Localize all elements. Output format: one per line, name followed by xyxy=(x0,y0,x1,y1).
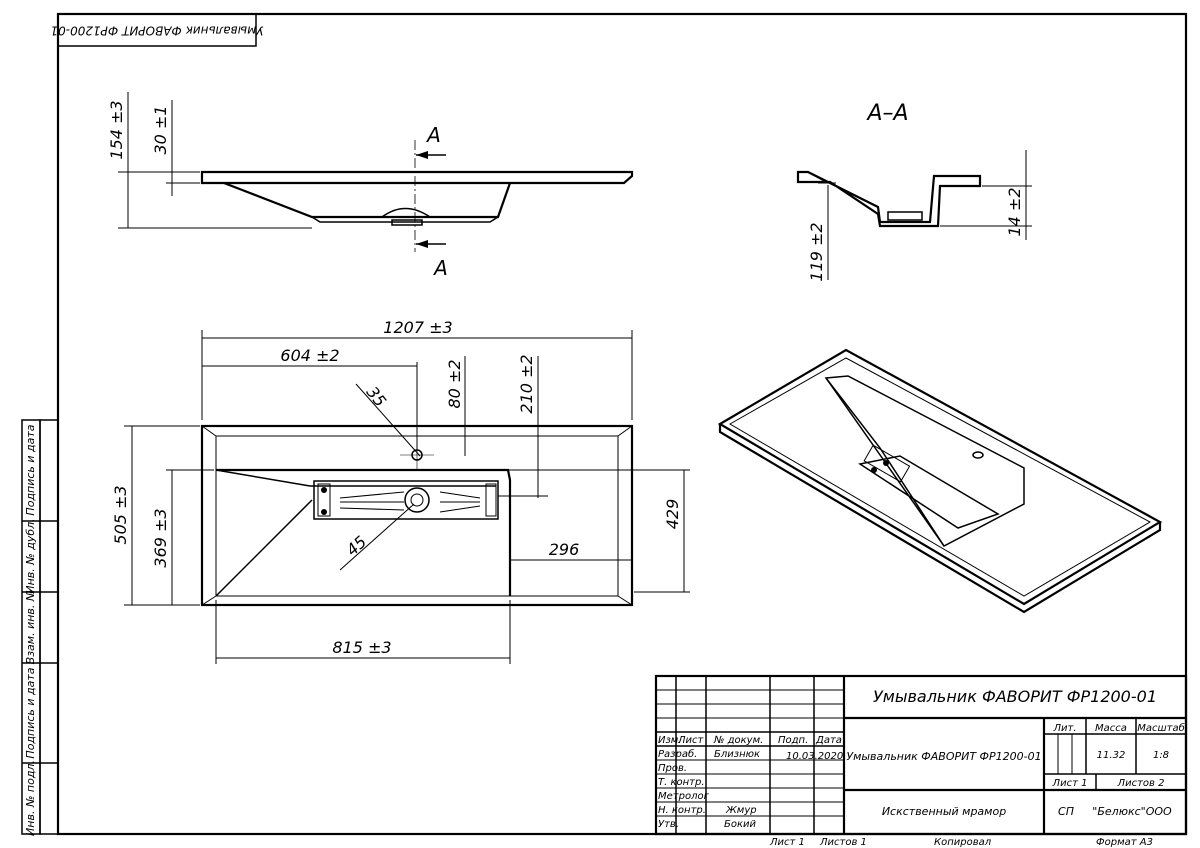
section-view: А–А 119 ±2 14 ±2 xyxy=(796,101,1032,282)
role-tkontr: Т. контр. xyxy=(658,777,705,788)
col-doc: № докум. xyxy=(713,735,763,746)
section-marker-bottom: А xyxy=(432,256,448,280)
col-sign: Подп. xyxy=(778,735,808,746)
footer-copied: Копировал xyxy=(934,837,992,848)
section-marker-top: А xyxy=(425,123,441,147)
dim-overall-width: 1207 ±3 xyxy=(383,318,452,337)
dim-section-rim: 14 ±2 xyxy=(1005,187,1024,236)
stamp-text: Умывальник ФАВОРИТ ФР1200-01 xyxy=(51,24,264,38)
col-izm: Изм. xyxy=(658,735,682,746)
margin-label-5: Инв. № подл. xyxy=(24,760,37,836)
footer-sheets: Листов 1 xyxy=(819,837,867,848)
value-mass: 11.32 xyxy=(1097,750,1126,761)
margin-label-3: Взам. инв. № xyxy=(24,590,37,665)
role-utv: Утв. xyxy=(658,819,679,830)
overflow-hole-2 xyxy=(321,509,327,515)
title-material: Искственный мрамор xyxy=(882,805,1006,818)
footer-format: Формат А3 xyxy=(1096,837,1153,848)
margin-label-4: Подпись и дата xyxy=(24,667,37,758)
org-name: "Белюкс"ООО xyxy=(1092,805,1172,818)
dim-bowl-offset: 210 ±2 xyxy=(517,354,536,413)
name-razrab: Близнюк xyxy=(714,749,760,760)
dim-bowl-depth: 369 ±3 xyxy=(151,508,170,567)
header-scale: Масштаб xyxy=(1137,722,1185,734)
value-scale: 1:8 xyxy=(1153,750,1169,761)
section-title: А–А xyxy=(865,101,908,126)
dim-hole-offset: 80 ±2 xyxy=(445,359,464,408)
margin-label-2: Инв. № дубл. xyxy=(24,518,37,593)
footer-sheet: Лист 1 xyxy=(769,837,805,848)
role-prov: Пров. xyxy=(658,763,687,774)
iso-faucet-hole xyxy=(972,451,984,459)
header-mass: Масса xyxy=(1095,723,1127,734)
margin-label-1: Подпись и дата xyxy=(24,424,37,515)
dim-overall-depth: 505 ±3 xyxy=(111,485,130,544)
side-margin: Подпись и дата Инв. № дубл. Взам. инв. №… xyxy=(21,419,59,836)
col-date: Дата xyxy=(815,735,842,746)
org-code: СП xyxy=(1058,805,1074,818)
dim-section-depth: 119 ±2 xyxy=(807,222,826,281)
value-sheets: Листов 2 xyxy=(1117,778,1165,789)
role-razrab: Разраб. xyxy=(658,748,697,760)
title-designation: Умывальник ФАВОРИТ ФР1200-01 xyxy=(846,750,1041,763)
dim-bowl-width: 815 ±3 xyxy=(332,638,391,657)
header-lit: Лит. xyxy=(1052,723,1076,734)
sheet-frame xyxy=(56,12,1188,836)
dim-front-rim: 30 ±1 xyxy=(151,105,170,154)
value-sheet: Лист 1 xyxy=(1052,778,1088,789)
front-view: А А 154 ±3 30 ±1 xyxy=(107,92,634,280)
name-nkontr: Жмур xyxy=(725,805,757,816)
drain-circle xyxy=(404,487,430,513)
dim-hole-diameter: 35 xyxy=(363,383,391,411)
title-main: Умывальник ФАВОРИТ ФР1200-01 xyxy=(873,687,1157,706)
name-utv: Бокий xyxy=(724,819,757,830)
role-metrolog: Метролог xyxy=(658,791,710,802)
stamp-box: Умывальник ФАВОРИТ ФР1200-01 xyxy=(51,13,264,47)
isometric-view xyxy=(717,348,1163,614)
top-view: 1207 ±3 604 ±2 35 80 ±2 210 ±2 505 ±3 36… xyxy=(111,318,690,664)
col-list: Лист xyxy=(677,735,705,746)
overflow-hole xyxy=(321,487,327,493)
dim-right-depth: 429 xyxy=(663,499,682,530)
dim-half-width: 604 ±2 xyxy=(280,346,339,365)
role-nkontr: Н. контр. xyxy=(658,805,706,816)
date-razrab: 10.03.2020 xyxy=(786,751,843,762)
dim-drain-diameter: 45 xyxy=(342,532,370,560)
title-block: Умывальник ФАВОРИТ ФР1200-01 Умывальник … xyxy=(654,674,1188,848)
dim-front-height: 154 ±3 xyxy=(107,100,126,159)
dim-shelf-width: 296 xyxy=(549,540,580,559)
